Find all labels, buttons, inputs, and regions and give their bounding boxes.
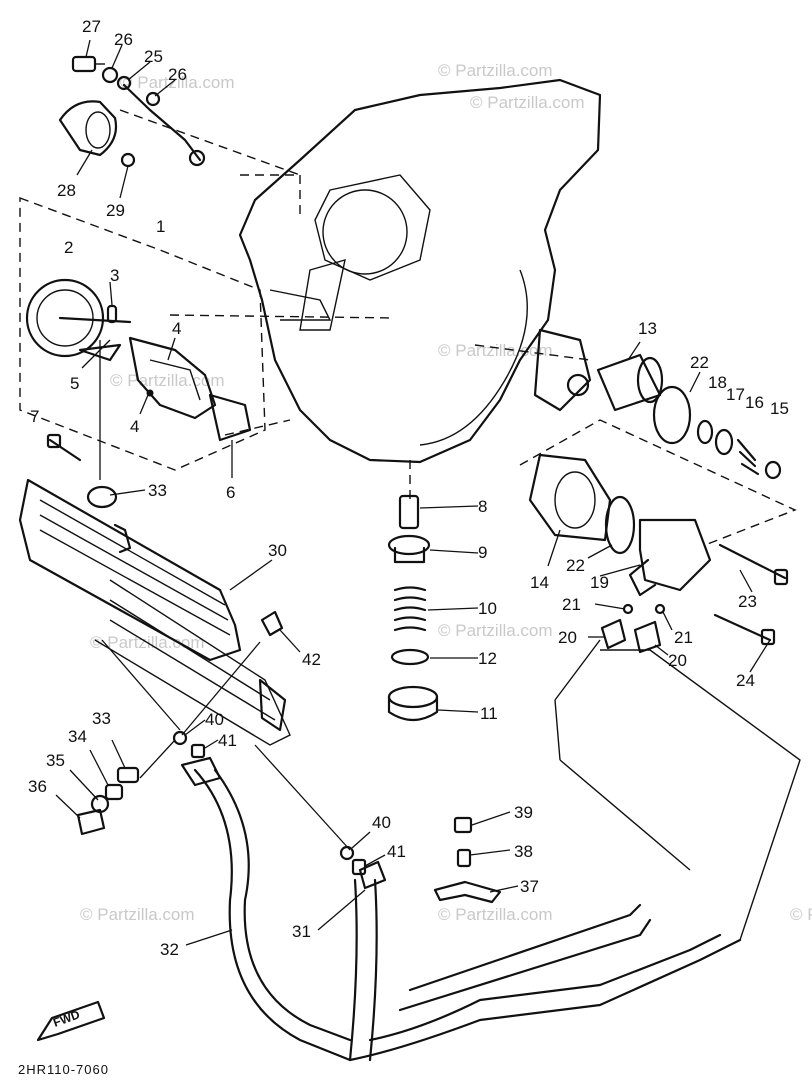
callout-15: 15 bbox=[770, 399, 789, 418]
callout-37: 37 bbox=[520, 877, 539, 896]
callout-36: 36 bbox=[28, 777, 47, 796]
callout-4: 4 bbox=[130, 417, 139, 436]
guide-line bbox=[119, 109, 301, 176]
callout-25: 25 bbox=[144, 47, 163, 66]
callout-27: 27 bbox=[82, 17, 101, 36]
callout-9: 9 bbox=[478, 543, 487, 562]
callout-24: 24 bbox=[736, 671, 755, 690]
callout-3: 3 bbox=[110, 266, 119, 285]
callout-40: 40 bbox=[372, 813, 391, 832]
watermark-text: © Partzilla.com bbox=[790, 905, 812, 924]
watermark-text: © Partzilla.com bbox=[120, 73, 235, 92]
callout-22: 22 bbox=[690, 353, 709, 372]
callout-21: 21 bbox=[674, 628, 693, 647]
callout-labels: 27 26 25 26 28 29 1 2 3 4 5 4 7 6 33 8 1… bbox=[28, 17, 789, 959]
callout-41: 41 bbox=[218, 731, 237, 750]
callout-32: 32 bbox=[160, 940, 179, 959]
callout-35: 35 bbox=[46, 751, 65, 770]
watermark-text: © Partzilla.com bbox=[438, 61, 553, 80]
watermark-text: © Partzilla.com bbox=[438, 341, 553, 360]
callout-19: 19 bbox=[590, 573, 609, 592]
callout-12: 12 bbox=[478, 649, 497, 668]
oil-cooler-drawing bbox=[18, 478, 291, 746]
callout-26: 26 bbox=[168, 65, 187, 84]
callout-13: 13 bbox=[638, 319, 657, 338]
callout-33: 33 bbox=[92, 709, 111, 728]
callout-11: 11 bbox=[480, 704, 498, 723]
callout-33: 33 bbox=[148, 481, 167, 500]
clamp-parts bbox=[433, 816, 502, 904]
diagram-code: 2HR110-7060 bbox=[18, 1062, 109, 1077]
callout-39: 39 bbox=[514, 803, 533, 822]
guide-line bbox=[474, 344, 591, 361]
callout-17: 17 bbox=[726, 385, 745, 404]
watermark-text: © Partzilla.com bbox=[110, 371, 225, 390]
crankcase-drawing bbox=[238, 78, 602, 464]
callout-16: 16 bbox=[745, 393, 764, 412]
callout-20: 20 bbox=[668, 651, 687, 670]
oil-pump-assembly-box bbox=[19, 196, 266, 471]
relief-valve-parts bbox=[387, 494, 439, 722]
callout-23: 23 bbox=[738, 592, 757, 611]
callout-34: 34 bbox=[68, 727, 87, 746]
callout-22: 22 bbox=[566, 556, 585, 575]
guide-line bbox=[224, 419, 291, 436]
callout-8: 8 bbox=[478, 497, 487, 516]
callout-41: 41 bbox=[387, 842, 406, 861]
callout-28: 28 bbox=[57, 181, 76, 200]
watermark-text: © Partzilla.com bbox=[470, 93, 585, 112]
callout-2: 2 bbox=[64, 238, 73, 257]
callout-4: 4 bbox=[172, 319, 181, 338]
callout-20: 20 bbox=[558, 628, 577, 647]
callout-40: 40 bbox=[205, 710, 224, 729]
callout-5: 5 bbox=[70, 374, 79, 393]
callout-29: 29 bbox=[106, 201, 125, 220]
oil-filter-parts bbox=[519, 328, 797, 654]
fwd-arrow: FWD bbox=[36, 1000, 106, 1042]
callout-26: 26 bbox=[114, 30, 133, 49]
bolt-group-drawing bbox=[76, 730, 367, 876]
callout-7: 7 bbox=[30, 407, 39, 426]
callout-18: 18 bbox=[708, 373, 727, 392]
watermark-text: © Partzilla.com bbox=[438, 905, 553, 924]
guide-line bbox=[169, 314, 396, 319]
callout-1: 1 bbox=[156, 217, 165, 236]
callout-10: 10 bbox=[478, 599, 497, 618]
callout-6: 6 bbox=[226, 483, 235, 502]
callout-38: 38 bbox=[514, 842, 533, 861]
callout-21: 21 bbox=[562, 595, 581, 614]
watermark-text: © Partzilla.com bbox=[80, 905, 195, 924]
watermark-text: © Partzilla.com bbox=[438, 621, 553, 640]
watermark-layer: © Partzilla.com © Partzilla.com © Partzi… bbox=[80, 61, 812, 924]
oil-delivery-pipe-parts bbox=[58, 55, 206, 168]
callout-14: 14 bbox=[530, 573, 549, 592]
oil-hose-drawing bbox=[180, 639, 801, 1062]
callout-42: 42 bbox=[302, 650, 321, 669]
callout-30: 30 bbox=[268, 541, 287, 560]
leader-lines bbox=[55, 39, 771, 946]
callout-31: 31 bbox=[292, 922, 311, 941]
